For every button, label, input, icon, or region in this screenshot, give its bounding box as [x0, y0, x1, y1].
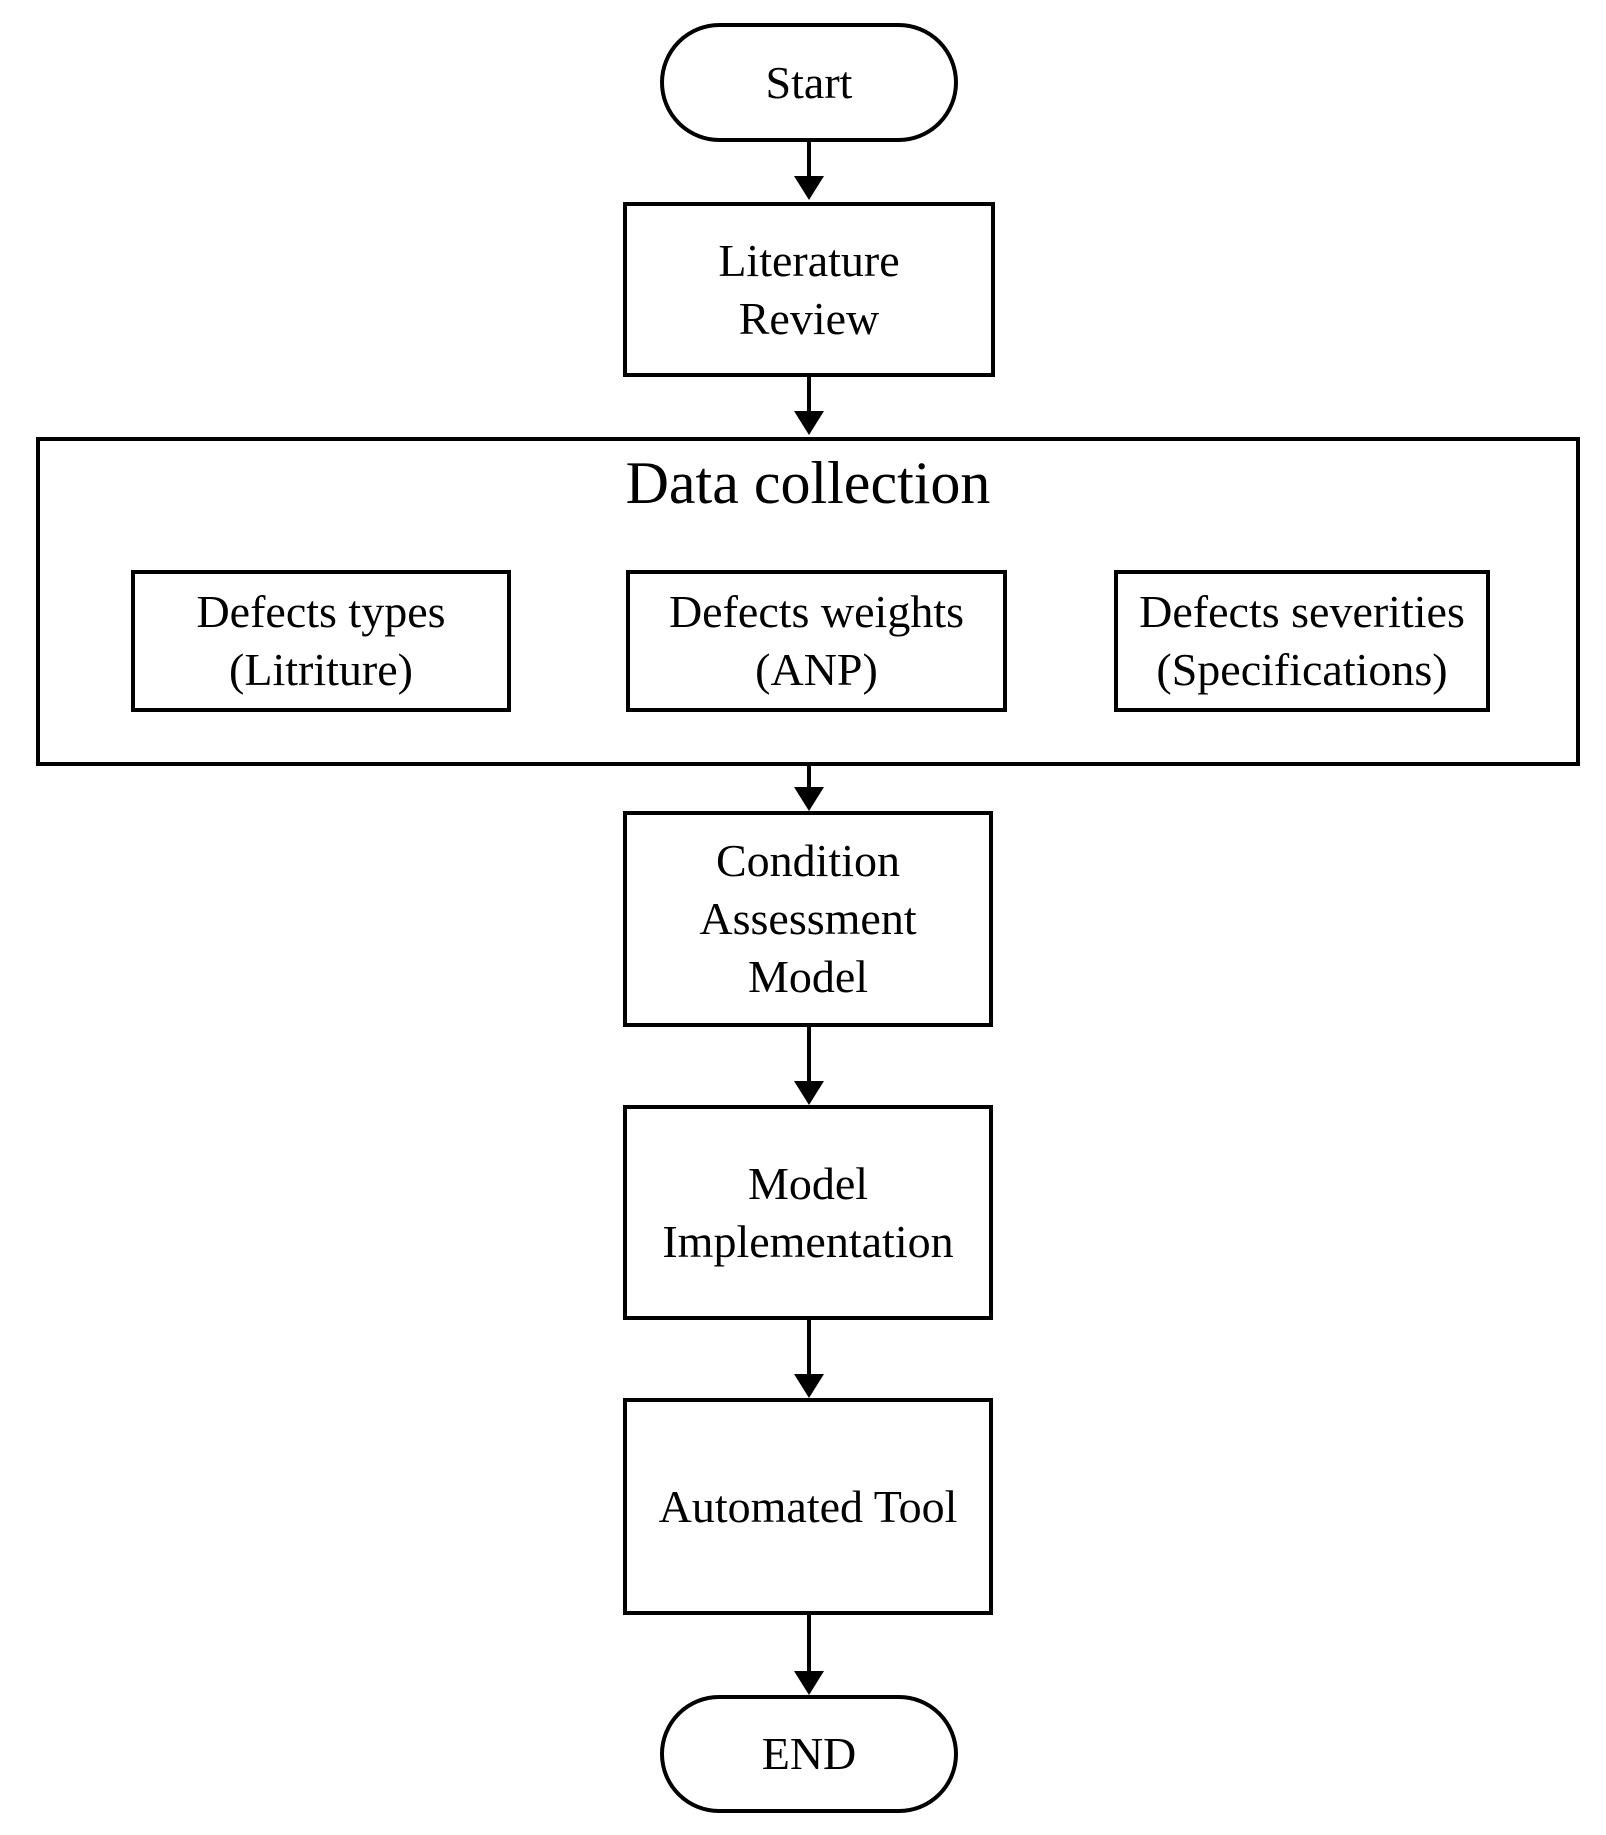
arrow-stem	[807, 1615, 811, 1671]
arrow-data-collection-to-condition-assessment	[793, 766, 825, 811]
arrow-stem	[807, 142, 811, 176]
literature-review-node: Literature Review	[623, 202, 995, 377]
arrow-head-icon	[794, 411, 824, 435]
automated-tool-node: Automated Tool	[623, 1398, 993, 1615]
defects-types-node: Defects types (Litriture)	[131, 570, 511, 712]
end-node: END	[660, 1695, 958, 1813]
arrow-literature-review-to-data-collection	[793, 377, 825, 435]
model-implementation-node: Model Implementation	[623, 1105, 993, 1320]
arrow-head-icon	[794, 1671, 824, 1695]
arrow-condition-assessment-to-model-implementation	[793, 1027, 825, 1105]
defects-severities-node: Defects severities (Specifications)	[1114, 570, 1490, 712]
start-node: Start	[660, 23, 958, 142]
condition-assessment-model-node: Condition Assessment Model	[623, 811, 993, 1027]
arrow-head-icon	[794, 787, 824, 811]
arrow-start-to-literature-review	[793, 142, 825, 200]
arrow-stem	[807, 1027, 811, 1081]
arrow-head-icon	[794, 1081, 824, 1105]
arrow-stem	[807, 766, 811, 787]
data-collection-label: Data collection	[625, 450, 991, 516]
arrow-stem	[807, 377, 811, 411]
arrow-automated-tool-to-end	[793, 1615, 825, 1695]
arrow-head-icon	[794, 176, 824, 200]
arrow-model-implementation-to-automated-tool	[793, 1320, 825, 1398]
arrow-stem	[807, 1320, 811, 1374]
defects-weights-node: Defects weights (ANP)	[626, 570, 1007, 712]
arrow-head-icon	[794, 1374, 824, 1398]
